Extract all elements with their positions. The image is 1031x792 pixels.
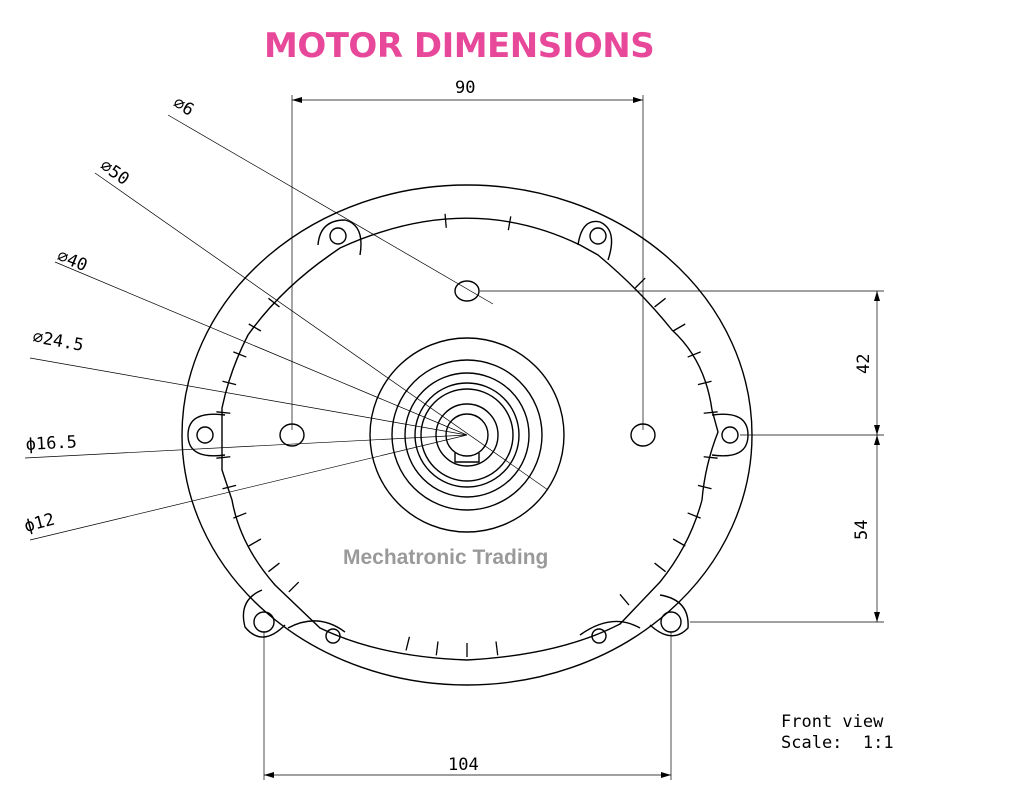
hub-ring-16-5 (435, 403, 499, 467)
diameter-label-16-5: ϕ16.5 (25, 432, 77, 455)
hub-ring-4 (414, 382, 520, 488)
hole-bottom-right (660, 611, 682, 633)
diameter-label-6: ⌀6 (170, 93, 198, 121)
slot-tick (268, 562, 280, 573)
dim-42-label: 42 (854, 354, 874, 374)
slot-tick (435, 641, 439, 656)
slot-tick (216, 456, 231, 459)
dim-90-label: 90 (455, 78, 475, 98)
slot-tick (619, 593, 630, 606)
diameter-label-12: ϕ12 (22, 510, 57, 537)
hole-6mm (454, 280, 480, 302)
page-title: MOTOR DIMENSIONS (264, 26, 655, 66)
slot-tick (248, 323, 262, 332)
lug-top-right (577, 220, 613, 261)
lug-bottom-left (242, 589, 286, 638)
slot-tick (233, 512, 247, 519)
slot-tick (703, 456, 718, 459)
slot-tick (268, 297, 280, 308)
slot-tick (703, 411, 718, 414)
slot-tick (248, 538, 262, 547)
slot-tick (216, 411, 231, 414)
slot-tick (654, 297, 666, 308)
slot-tick (672, 538, 686, 547)
dim-104-label: 104 (448, 755, 479, 775)
slot-tick (672, 323, 686, 332)
hub-ring-50 (369, 337, 565, 533)
slot-tick (507, 216, 512, 231)
slot-tick (405, 636, 411, 651)
slot-tick (222, 484, 237, 490)
hole-bottom-left (253, 611, 275, 633)
slot-tick (288, 581, 300, 593)
lug-bottom-right (649, 594, 689, 637)
hub-ring-40 (391, 359, 543, 511)
shaft-key (454, 453, 480, 463)
diameter-label-50: ⌀50 (96, 156, 133, 190)
lug-left (187, 413, 226, 457)
hole-right (721, 426, 739, 444)
hole-left (196, 426, 214, 444)
hole-top-right (589, 227, 607, 245)
view-label: Front view (781, 712, 884, 732)
dim-54-label: 54 (852, 520, 872, 540)
slot-tick (222, 380, 237, 386)
slot-tick (444, 213, 447, 228)
slot-ticks (216, 213, 718, 657)
slot-tick (687, 351, 701, 358)
slot-tick (634, 277, 646, 289)
diameter-label-24-5: ⌀24.5 (31, 327, 85, 356)
hub-ring-3 (404, 372, 530, 498)
hub-ring-12 (445, 413, 489, 457)
inner-contour (221, 217, 719, 661)
view-caption: Front view Scale: 1:1 (781, 712, 894, 754)
hole-top-left (329, 227, 347, 245)
bottom-notch-right (579, 620, 641, 636)
slot-tick (697, 380, 712, 386)
slot-tick (697, 484, 712, 490)
hole-bottom-small-right (591, 628, 607, 644)
hub-ring-24-5 (420, 388, 514, 482)
diameter-label-40: ⌀40 (54, 246, 90, 276)
slot-tick (495, 641, 499, 656)
hole-bottom-small-left (325, 628, 341, 644)
slot-tick (233, 351, 247, 358)
scale-label: Scale: 1:1 (781, 733, 894, 753)
slot-tick (654, 562, 666, 573)
watermark: Mechatronic Trading (343, 546, 549, 569)
bottom-notch-left (287, 620, 346, 633)
slot-tick (687, 512, 701, 519)
lug-top-left (317, 219, 362, 256)
